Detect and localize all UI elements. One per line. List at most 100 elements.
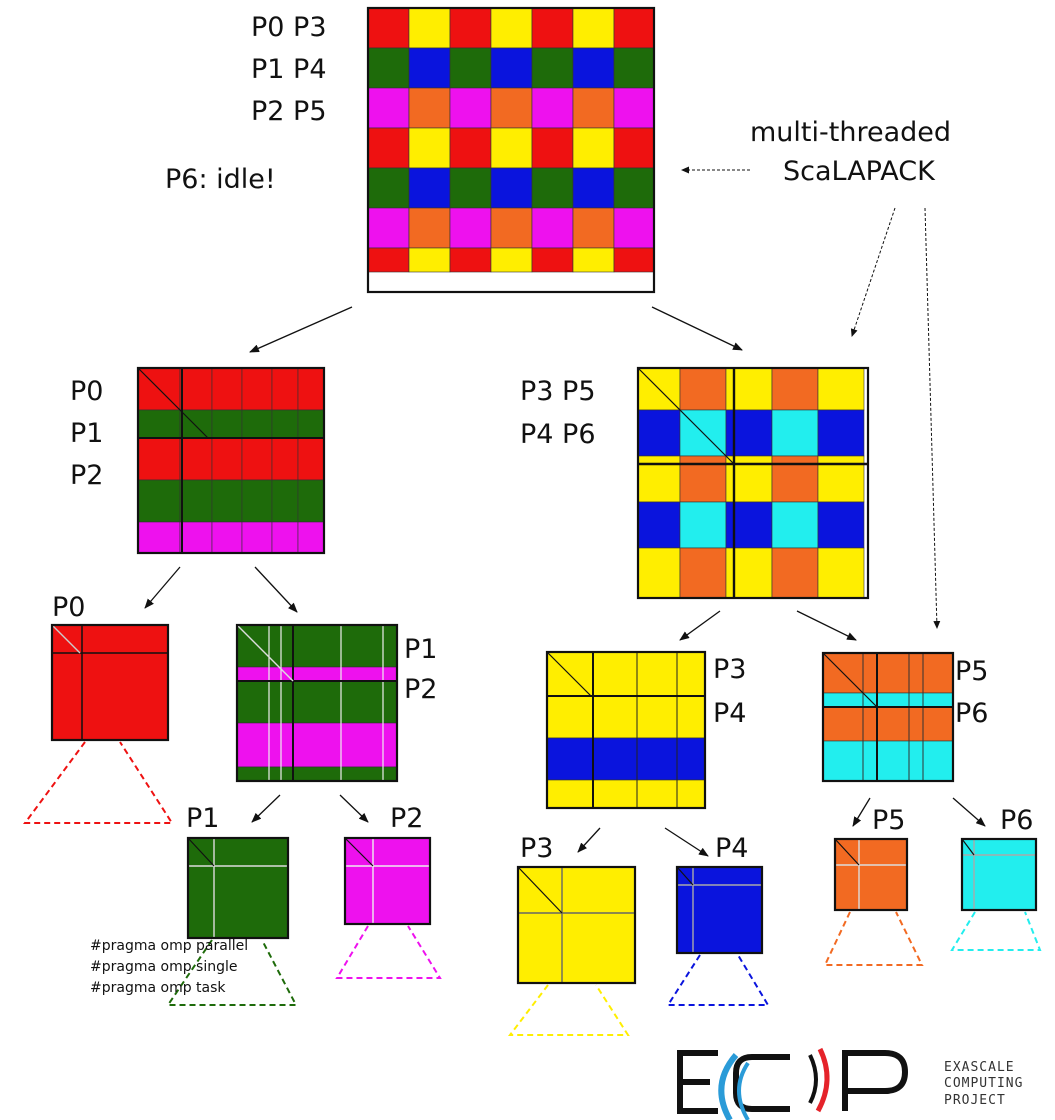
top-matrix-cell bbox=[572, 127, 615, 169]
p5-task-triangle bbox=[823, 911, 924, 966]
top-matrix-cell bbox=[367, 127, 410, 169]
top-matrix-cell bbox=[408, 87, 451, 129]
p3-leaf bbox=[516, 865, 637, 985]
top-matrix-cell bbox=[490, 247, 533, 273]
pragma-line-1: #pragma omp parallel bbox=[90, 938, 249, 954]
logo-line3: PROJECT bbox=[944, 1092, 1006, 1108]
p3p4-block-row bbox=[546, 737, 706, 781]
p5-leaf bbox=[833, 837, 909, 912]
top-matrix-cell bbox=[572, 7, 615, 49]
top-matrix-cell bbox=[490, 7, 533, 49]
annotation-line2: ScaLAPACK bbox=[783, 156, 935, 187]
top-matrix-cell bbox=[613, 247, 655, 273]
top-matrix-cell bbox=[408, 207, 451, 249]
top-matrix-cell bbox=[367, 167, 410, 209]
left-matrix-cell bbox=[241, 479, 273, 523]
p1p2-block bbox=[235, 623, 399, 783]
right-matrix-cell bbox=[771, 409, 819, 457]
left-matrix-cell bbox=[137, 437, 181, 481]
p2-leaf bbox=[343, 836, 432, 926]
top-matrix-cell bbox=[408, 7, 451, 49]
top-matrix-cell bbox=[449, 207, 492, 249]
top-matrix-cell bbox=[572, 87, 615, 129]
right-matrix-cell bbox=[637, 501, 681, 549]
left-matrix-cell bbox=[271, 521, 299, 554]
right-matrix-cell bbox=[771, 547, 819, 599]
p1-task-triangle bbox=[166, 939, 298, 1006]
left-matrix-cell bbox=[211, 409, 243, 439]
left-matrix bbox=[136, 366, 326, 555]
p5p6-block-row bbox=[822, 740, 954, 782]
left-matrix-cell bbox=[211, 367, 243, 411]
p5p6-block-diagonal bbox=[822, 652, 878, 708]
right-matrix-cell bbox=[817, 409, 865, 457]
l3-label-p5: P5 bbox=[955, 656, 989, 687]
top-matrix-cell bbox=[367, 47, 410, 89]
pragma-line-2: #pragma omp single bbox=[90, 959, 238, 975]
left-matrix-diagonal bbox=[137, 367, 209, 439]
leaf-label-p5: P5 bbox=[872, 805, 906, 836]
ecp-logo bbox=[677, 1047, 909, 1120]
p4-task-triangle bbox=[666, 954, 770, 1006]
ecp-logo-mark bbox=[677, 1050, 909, 1114]
left-matrix-cell bbox=[297, 479, 325, 523]
leaf-label-p2: P2 bbox=[390, 803, 424, 834]
left-matrix-cell bbox=[179, 521, 213, 554]
top-matrix-cell bbox=[572, 167, 615, 209]
arrow-right-to-p3p4 bbox=[679, 610, 721, 641]
logo-line2: COMPUTING bbox=[944, 1076, 1024, 1092]
top-matrix-cell bbox=[408, 127, 451, 169]
leaf-label-p3: P3 bbox=[520, 833, 554, 864]
top-matrix-cell bbox=[613, 127, 655, 169]
left-matrix-cell bbox=[179, 479, 213, 523]
p1p2-block-row bbox=[236, 624, 398, 668]
top-matrix-cell bbox=[613, 87, 655, 129]
p0-block-diagonal bbox=[51, 624, 81, 654]
right-matrix-cell bbox=[679, 547, 727, 599]
label-p1-p4: P1 P4 bbox=[251, 54, 327, 85]
arrow-to-p1-leaf bbox=[251, 794, 281, 823]
top-matrix-cell bbox=[572, 247, 615, 273]
top-matrix-cell bbox=[572, 47, 615, 89]
top-matrix-cell bbox=[490, 127, 533, 169]
left-matrix-cell bbox=[211, 521, 243, 554]
annotation-line1: multi-threaded bbox=[750, 117, 951, 148]
right-matrix-diagonal bbox=[637, 367, 735, 465]
p1p2-block-row bbox=[236, 666, 398, 682]
p6-leaf bbox=[960, 837, 1038, 912]
left-matrix-cell bbox=[137, 479, 181, 523]
left-matrix-cell bbox=[241, 367, 273, 411]
p5-leaf-fill bbox=[834, 838, 908, 911]
top-matrix-cell bbox=[531, 127, 574, 169]
p3-leaf-diagonal bbox=[517, 866, 563, 914]
p6-leaf-diagonal bbox=[961, 838, 975, 856]
p3p4-block-row bbox=[546, 695, 706, 739]
left-matrix-cell bbox=[137, 409, 181, 439]
left-matrix-cell bbox=[271, 367, 299, 411]
p5-leaf-diagonal bbox=[834, 838, 860, 866]
left-matrix-cell bbox=[179, 437, 213, 481]
right-matrix-cell bbox=[637, 547, 681, 599]
p1p2-block-row bbox=[236, 680, 398, 724]
left-label-p2: P2 bbox=[70, 460, 104, 491]
arrow-to-p6-leaf bbox=[952, 797, 986, 827]
top-matrix-cell bbox=[572, 207, 615, 249]
right-label-p3-p5: P3 P5 bbox=[520, 376, 596, 407]
top-matrix-cell bbox=[367, 87, 410, 129]
top-matrix bbox=[366, 6, 656, 294]
top-matrix-cell bbox=[531, 47, 574, 89]
right-matrix-cell bbox=[817, 367, 865, 411]
left-matrix-cell bbox=[211, 479, 243, 523]
right-matrix-cell bbox=[771, 501, 819, 549]
logo-text: EXASCALE COMPUTING PROJECT bbox=[944, 1060, 1023, 1109]
ecp-logo-arc bbox=[718, 1053, 739, 1120]
left-matrix-cell bbox=[241, 409, 273, 439]
left-matrix-cell bbox=[297, 409, 325, 439]
l3-label-p0: P0 bbox=[52, 592, 86, 623]
top-matrix-cell bbox=[367, 7, 410, 49]
p3p4-block-row bbox=[546, 651, 706, 697]
left-matrix-cell bbox=[179, 367, 213, 411]
left-matrix-cell bbox=[271, 409, 299, 439]
top-matrix-cell bbox=[613, 207, 655, 249]
